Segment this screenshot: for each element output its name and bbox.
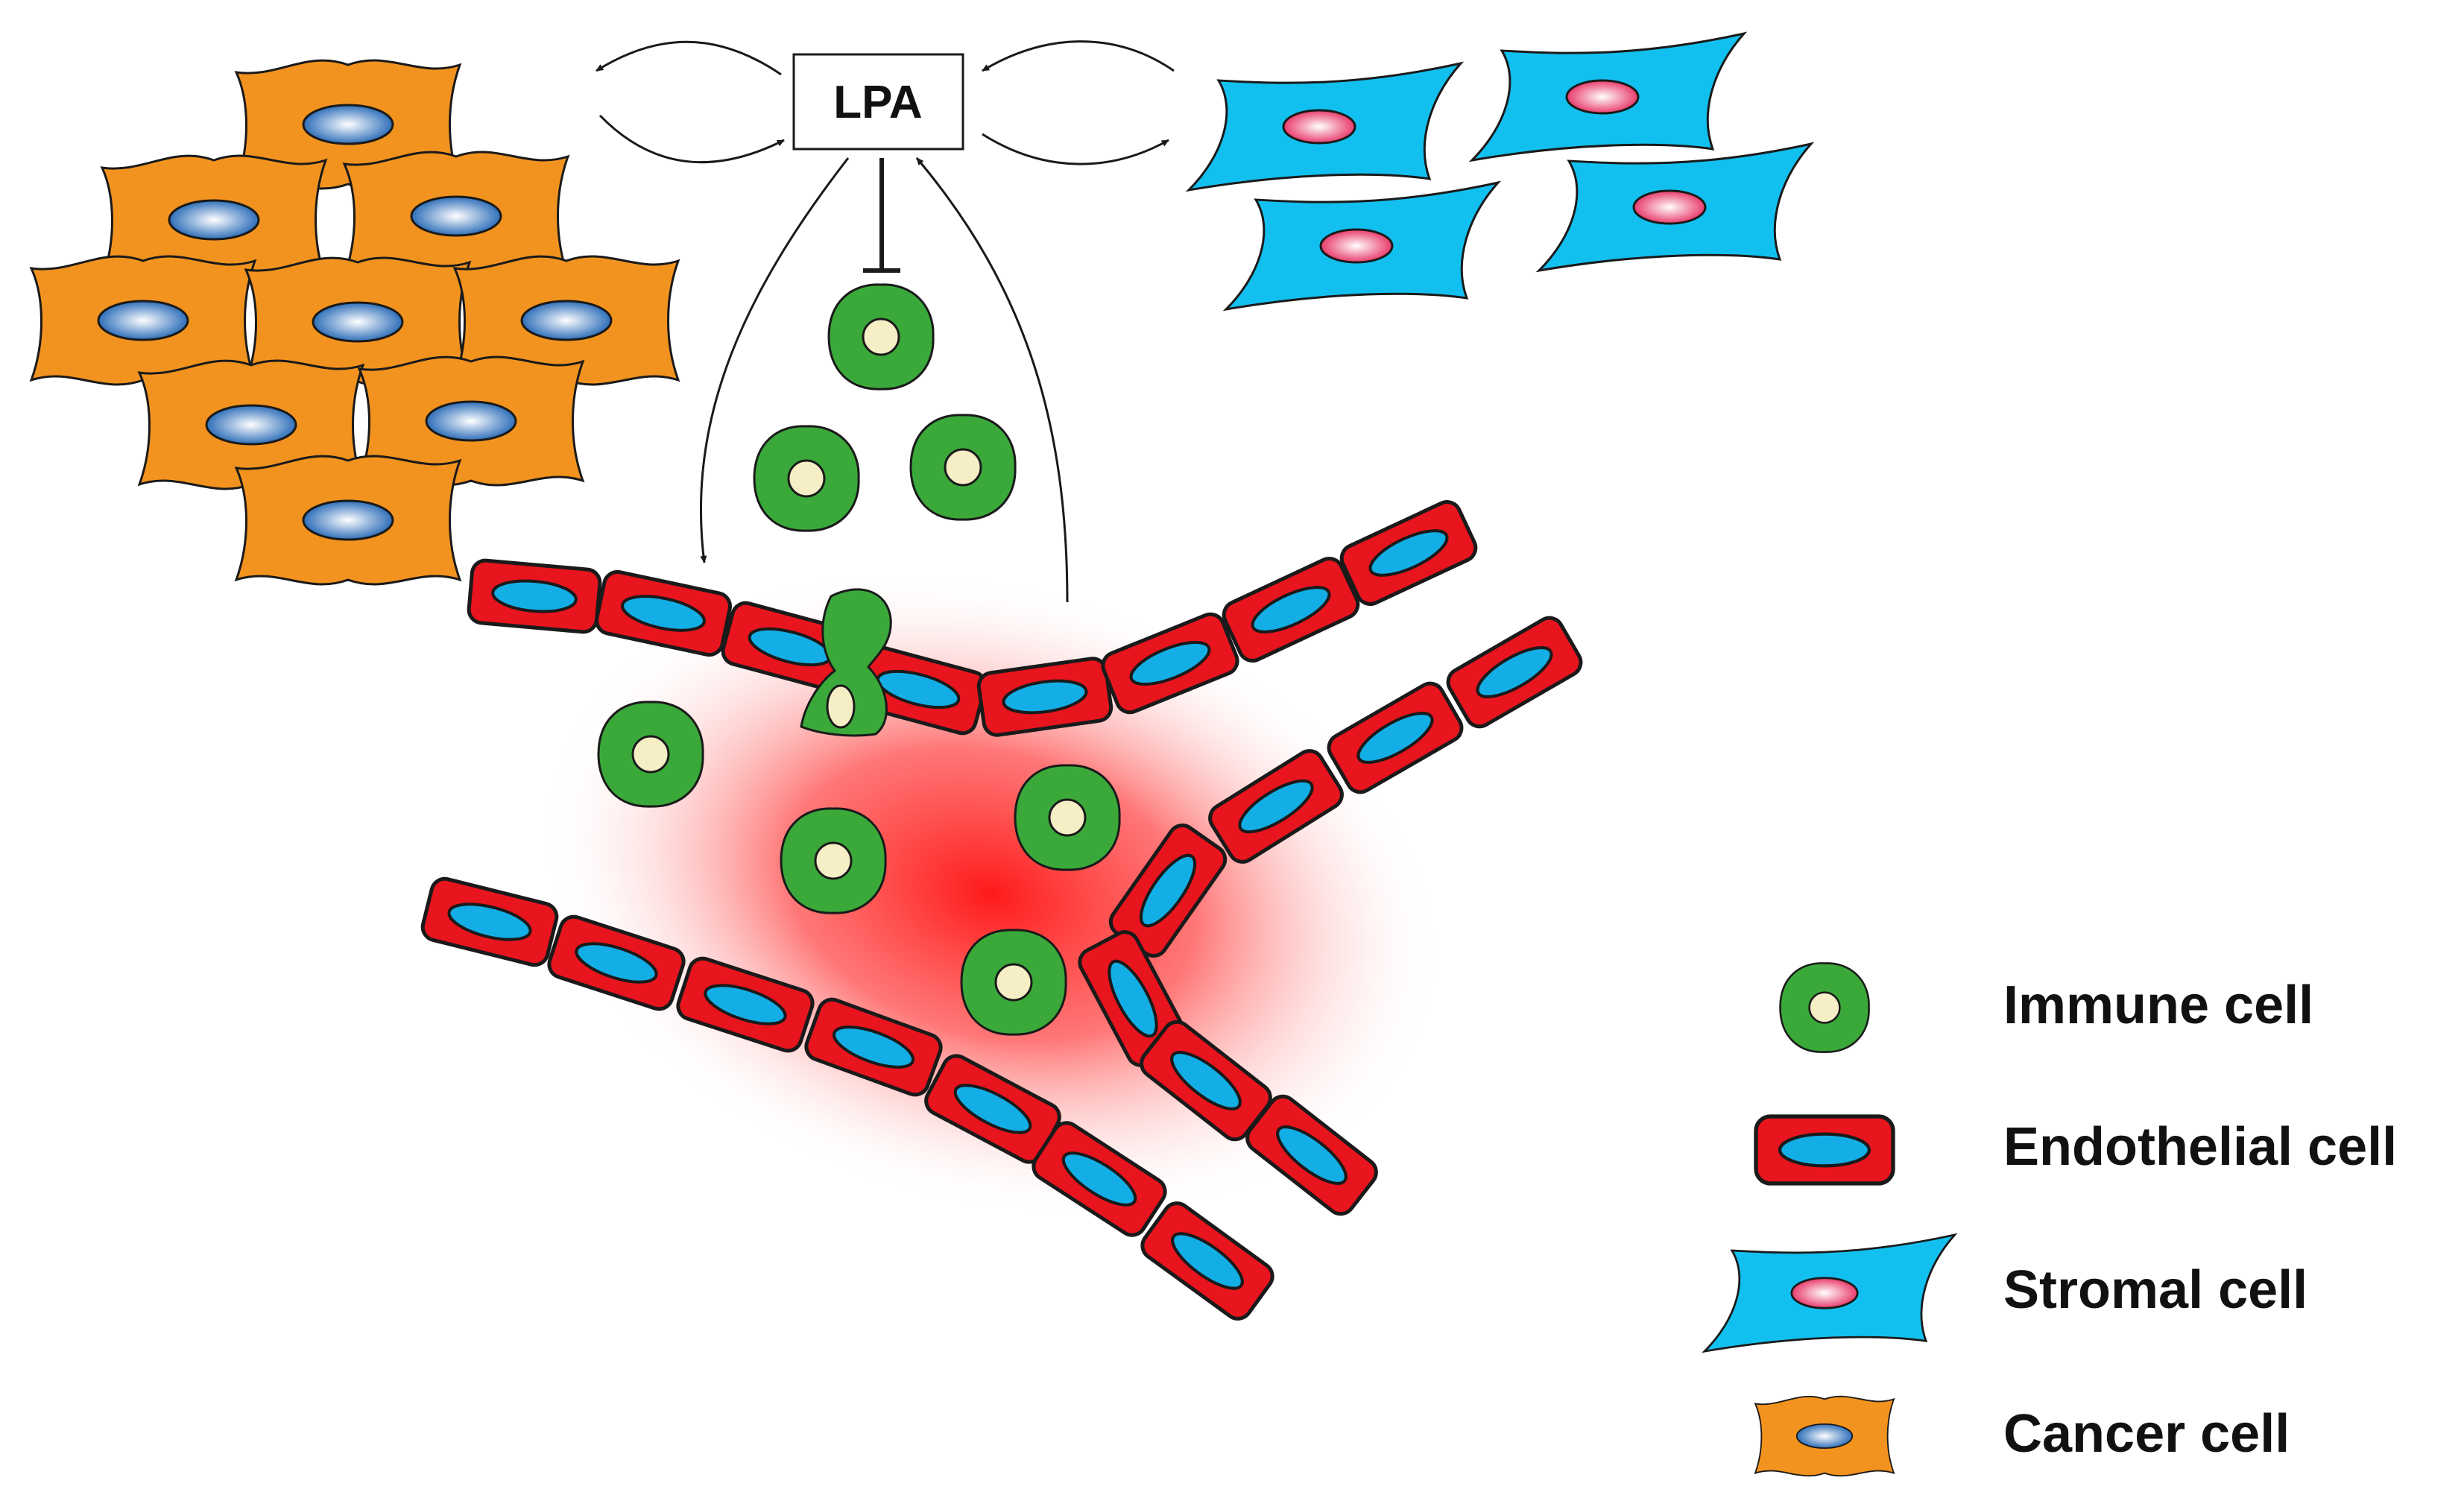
lpa-label: LPA [833,77,922,128]
legend: Immune cell Endothelial cell Stromal cel… [1703,962,2397,1477]
legend-immune-label: Immune cell [2003,976,2313,1035]
lpa-box: LPA [792,53,964,151]
arrow-lpa-to-vessel [699,157,850,563]
legend-cancer-label: Cancer cell [2003,1404,2290,1464]
immune-cell-group-upper [753,283,1017,532]
arrow-cancer-to-lpa [598,114,785,164]
arrow-vessel-to-lpa [915,157,1069,603]
extravasating-immune-cell [800,588,892,737]
arrow-stromal-to-lpa [982,40,1175,72]
arrow-lpa-to-cancer [596,40,782,76]
stromal-cell-group [1187,32,1813,311]
signaling-arrows [596,40,1175,603]
legend-stromal-icon [1703,1233,1956,1353]
inhibition-lpa-immune [863,158,900,273]
arrow-lpa-to-stromal [982,133,1169,165]
cancer-cell-cluster [30,59,680,586]
legend-endothelial-label: Endothelial cell [2003,1117,2397,1177]
legend-stromal-label: Stromal cell [2003,1260,2307,1320]
legend-immune-icon [1779,962,1870,1053]
legend-endothelial-icon [1756,1116,1893,1183]
legend-cancer-icon [1754,1395,1895,1477]
